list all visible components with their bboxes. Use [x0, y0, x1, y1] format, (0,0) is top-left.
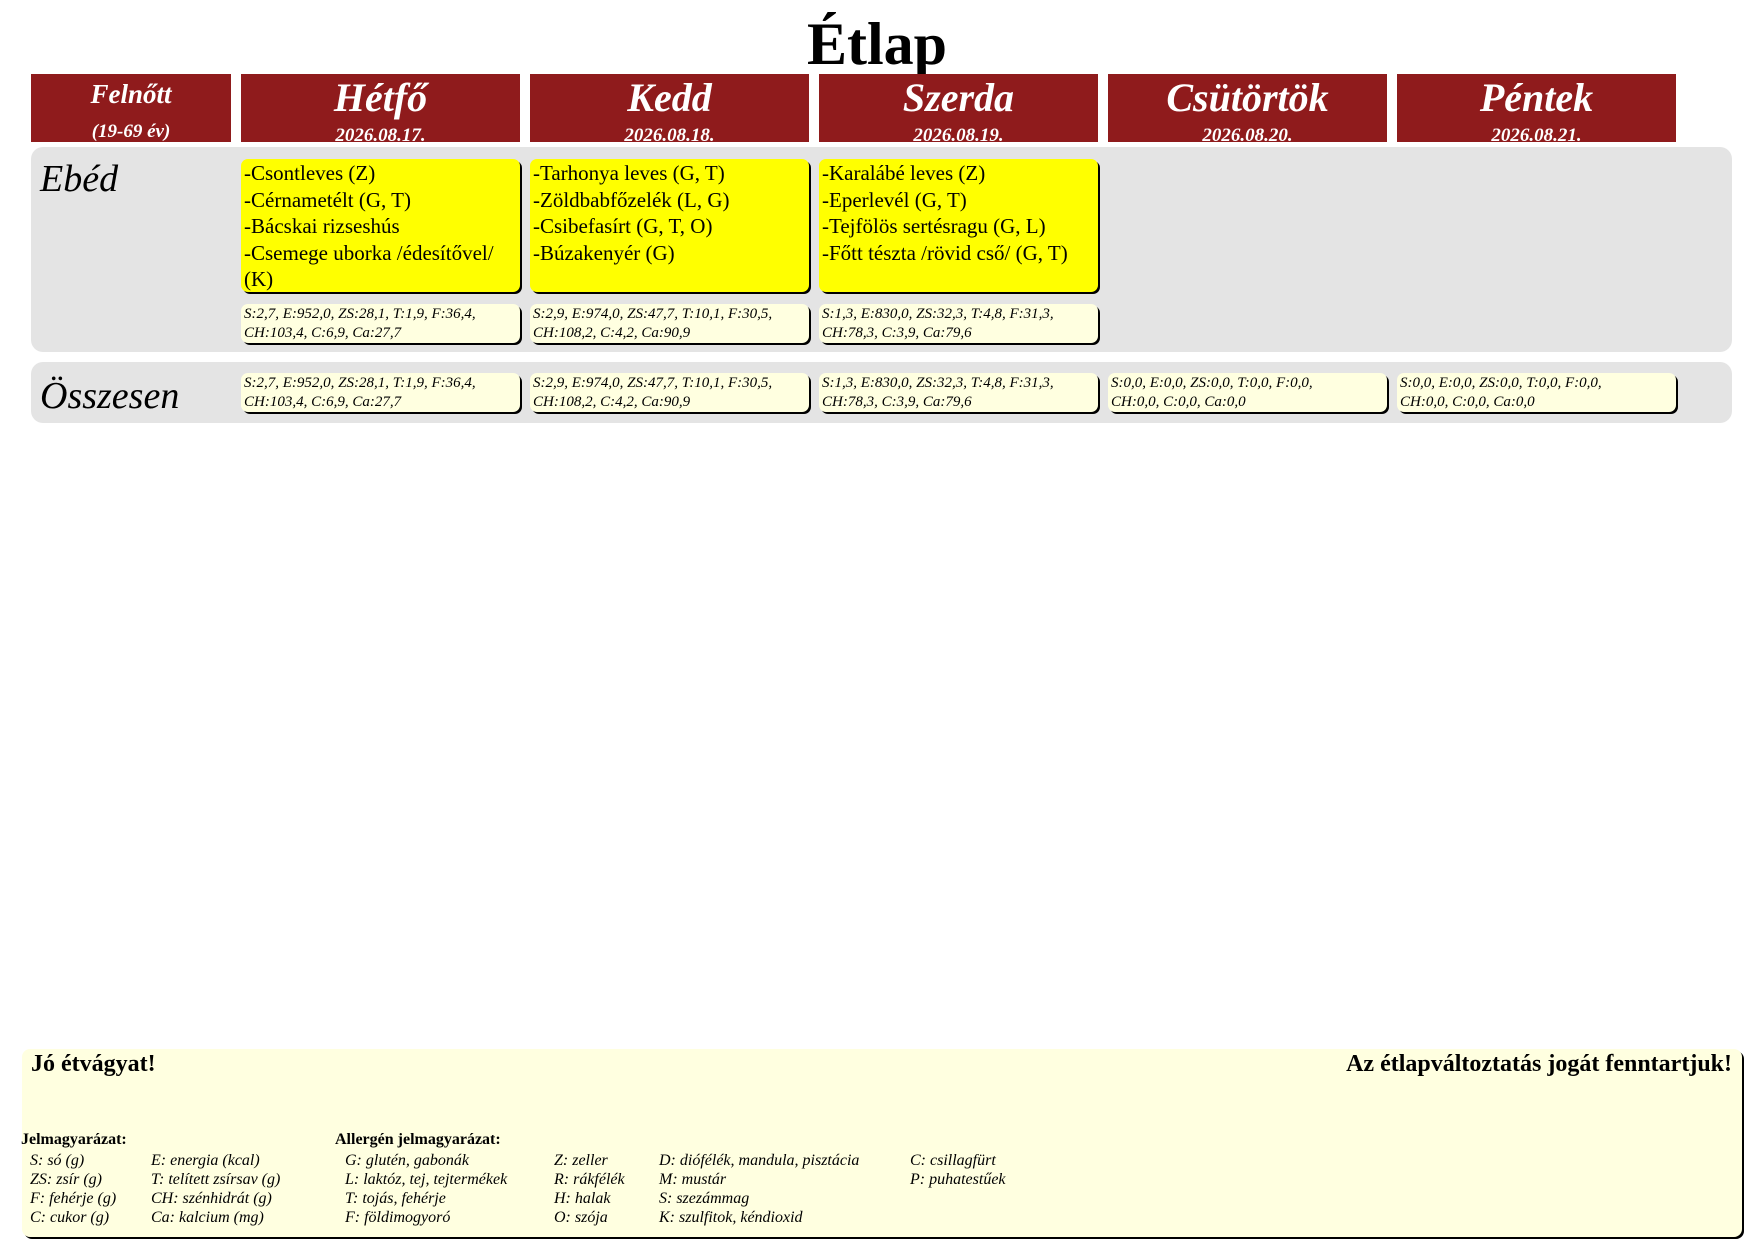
lunch-label: Ebéd — [40, 158, 119, 200]
total-label: Összesen — [40, 375, 180, 417]
day-date: 2026.08.19. — [913, 125, 1004, 146]
header-day-thursday: Csütörtök 2026.08.20. — [1108, 74, 1387, 146]
group-label: Felnőtt — [90, 79, 172, 109]
total-box-monday: S:2,7, E:952,0, ZS:28,1, T:1,9, F:36,4, … — [241, 373, 520, 412]
menu-item: -Bácskai rizseshús — [244, 214, 400, 238]
allergen-item: C: csillagfürt — [910, 1152, 996, 1169]
nutrition-line: CH:78,3, C:3,9, Ca:79,6 — [822, 325, 972, 341]
allergen-item: F: földimogyoró — [345, 1209, 451, 1226]
menu-item: -Karalábé leves (Z) — [822, 161, 986, 185]
header-day-monday: Hétfő 2026.08.17. — [241, 74, 520, 146]
nutrition-line: CH:103,4, C:6,9, Ca:27,7 — [244, 394, 402, 410]
header-day-wednesday: Szerda 2026.08.19. — [819, 74, 1098, 146]
legend-item: E: energia (kcal) — [151, 1152, 260, 1169]
nutrition-line: CH:0,0, C:0,0, Ca:0,0 — [1400, 394, 1535, 410]
legend-item: T: telített zsírsav (g) — [151, 1171, 281, 1188]
nutrition-line: S:2,7, E:952,0, ZS:28,1, T:1,9, F:36,4, — [244, 375, 476, 391]
menu-item: -Zöldbabfőzelék (L, G) — [533, 187, 730, 212]
day-name: Szerda — [902, 75, 1015, 120]
menu-item: -Búzakenyér (G) — [533, 240, 675, 265]
allergen-item: S: szezámmag — [659, 1190, 750, 1207]
day-date: 2026.08.21. — [1491, 125, 1582, 146]
total-box-thursday: S:0,0, E:0,0, ZS:0,0, T:0,0, F:0,0, CH:0… — [1108, 373, 1387, 412]
day-date: 2026.08.18. — [624, 125, 715, 146]
nutrition-line: S:2,9, E:974,0, ZS:47,7, T:10,1, F:30,5, — [533, 306, 773, 322]
allergen-item: G: glutén, gabonák — [345, 1152, 469, 1169]
nutrition-line: S:2,9, E:974,0, ZS:47,7, T:10,1, F:30,5, — [533, 375, 773, 391]
menu-card-wednesday: -Karalábé leves (Z) -Eperlevél (G, T) -T… — [819, 159, 1098, 292]
day-name: Csütörtök — [1166, 75, 1329, 120]
allergen-item: L: laktóz, tej, tejtermékek — [345, 1171, 508, 1188]
menu-item: -Eperlevél (G, T) — [822, 187, 967, 212]
legend-item: Ca: kalcium (mg) — [151, 1209, 264, 1226]
nutrition-line: CH:108,2, C:4,2, Ca:90,9 — [533, 394, 691, 410]
nutrition-box-monday: S:2,7, E:952,0, ZS:28,1, T:1,9, F:36,4, … — [241, 304, 520, 343]
footer-notice: Az étlapváltoztatás jogát fenntartjuk! — [1346, 1051, 1732, 1077]
header-day-friday: Péntek 2026.08.21. — [1397, 74, 1676, 146]
allergen-item: H: halak — [554, 1190, 611, 1207]
legend-item: S: só (g) — [30, 1152, 85, 1169]
legend-item: F: fehérje (g) — [30, 1190, 117, 1207]
total-box-wednesday: S:1,3, E:830,0, ZS:32,3, T:4,8, F:31,3, … — [819, 373, 1098, 412]
legend-column: S: só (g) ZS: zsír (g) F: fehérje (g) C:… — [30, 1151, 116, 1227]
menu-item: -Csemege uborka /édesítővel/ — [244, 240, 494, 265]
menu-item: -Cérnametélt (G, T) — [244, 187, 411, 212]
allergen-item: T: tojás, fehérje — [345, 1190, 446, 1207]
footer-greeting: Jó étvágyat! — [31, 1051, 156, 1077]
page-title: Étlap — [806, 11, 948, 77]
menu-item: -Tejfölös sertésragu (G, L) — [822, 214, 1046, 238]
day-date: 2026.08.17. — [335, 125, 426, 146]
allergen-legend-title: Allergén jelmagyarázat: — [335, 1131, 501, 1148]
allergen-column: C: csillagfürt P: puhatestűek — [910, 1151, 1006, 1189]
legend-title: Jelmagyarázat: — [21, 1131, 127, 1148]
menu-item: -Főtt tészta /rövid cső/ (G, T) — [822, 240, 1068, 265]
nutrition-line: CH:78,3, C:3,9, Ca:79,6 — [822, 394, 972, 410]
header-group: Felnőtt (19-69 év) — [31, 74, 231, 142]
footer-panel: Jó étvágyat! Az étlapváltoztatás jogát f… — [22, 1049, 1742, 1237]
total-box-tuesday: S:2,9, E:974,0, ZS:47,7, T:10,1, F:30,5,… — [530, 373, 809, 412]
menu-card-tuesday: -Tarhonya leves (G, T) -Zöldbabfőzelék (… — [530, 159, 809, 292]
nutrition-box-wednesday: S:1,3, E:830,0, ZS:32,3, T:4,8, F:31,3, … — [819, 304, 1098, 343]
menu-item: -Tarhonya leves (G, T) — [533, 161, 725, 185]
nutrition-line: S:1,3, E:830,0, ZS:32,3, T:4,8, F:31,3, — [822, 306, 1054, 322]
legend-item: CH: szénhidrát (g) — [151, 1190, 272, 1207]
total-box-friday: S:0,0, E:0,0, ZS:0,0, T:0,0, F:0,0, CH:0… — [1397, 373, 1676, 412]
nutrition-line: CH:103,4, C:6,9, Ca:27,7 — [244, 325, 402, 341]
day-date: 2026.08.20. — [1202, 125, 1293, 146]
menu-card-monday: -Csontleves (Z) -Cérnametélt (G, T) -Bác… — [241, 159, 520, 292]
nutrition-line: S:1,3, E:830,0, ZS:32,3, T:4,8, F:31,3, — [822, 375, 1054, 391]
menu-item: -Csontleves (Z) — [244, 161, 376, 185]
nutrition-line: CH:0,0, C:0,0, Ca:0,0 — [1111, 394, 1246, 410]
menu-item: (K) — [244, 267, 274, 291]
nutrition-line: CH:108,2, C:4,2, Ca:90,9 — [533, 325, 691, 341]
allergen-item: O: szója — [554, 1209, 608, 1226]
legend-column: E: energia (kcal) T: telített zsírsav (g… — [151, 1151, 280, 1227]
allergen-item: K: szulfitok, kéndioxid — [659, 1209, 803, 1226]
allergen-column: G: glutén, gabonák L: laktóz, tej, tejte… — [345, 1151, 507, 1227]
legend-item: C: cukor (g) — [30, 1209, 110, 1226]
nutrition-line: S:0,0, E:0,0, ZS:0,0, T:0,0, F:0,0, — [1111, 375, 1313, 391]
allergen-item: M: mustár — [659, 1171, 727, 1188]
allergen-item: D: diófélék, mandula, pisztácia — [659, 1152, 860, 1169]
day-name: Péntek — [1479, 75, 1594, 120]
legend-item: ZS: zsír (g) — [30, 1171, 103, 1188]
menu-item: -Csibefasírt (G, T, O) — [533, 214, 713, 238]
allergen-item: Z: zeller — [554, 1152, 608, 1169]
allergen-column: D: diófélék, mandula, pisztácia M: mustá… — [659, 1151, 859, 1227]
allergen-item: R: rákfélék — [554, 1171, 625, 1188]
header-day-tuesday: Kedd 2026.08.18. — [530, 74, 809, 146]
day-name: Hétfő — [333, 75, 428, 120]
nutrition-line: S:2,7, E:952,0, ZS:28,1, T:1,9, F:36,4, — [244, 306, 476, 322]
allergen-item: P: puhatestűek — [910, 1171, 1006, 1188]
allergen-column: Z: zeller R: rákfélék H: halak O: szója — [554, 1151, 625, 1227]
nutrition-line: S:0,0, E:0,0, ZS:0,0, T:0,0, F:0,0, — [1400, 375, 1602, 391]
nutrition-box-tuesday: S:2,9, E:974,0, ZS:47,7, T:10,1, F:30,5,… — [530, 304, 809, 343]
day-name: Kedd — [627, 75, 712, 120]
group-age: (19-69 év) — [91, 121, 171, 142]
